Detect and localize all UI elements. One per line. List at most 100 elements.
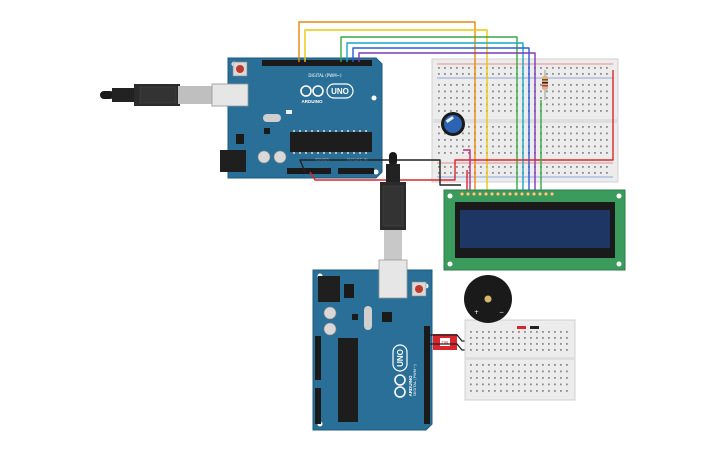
lcd-pin — [460, 191, 465, 196]
lcd-pins — [460, 191, 555, 196]
breadboard-hole — [518, 390, 520, 392]
breadboard-hole — [588, 172, 590, 174]
breadboard-hole — [546, 90, 548, 93]
breadboard-hole — [476, 364, 478, 366]
breadboard-hole — [524, 390, 526, 392]
breadboard-hole — [548, 364, 550, 366]
breadboard-hole — [482, 337, 484, 339]
potentiometer[interactable] — [441, 112, 465, 136]
breadboard-hole — [480, 103, 482, 106]
breadboard-hole — [450, 84, 452, 86]
breadboard-hole — [462, 110, 464, 112]
breadboard-hole — [554, 383, 556, 386]
breadboard-hole — [500, 370, 502, 373]
breadboard-hole — [480, 145, 482, 148]
lcd-pin — [484, 191, 489, 196]
breadboard-hole — [494, 370, 496, 373]
breadboard-hole — [594, 152, 596, 154]
breadboard-hole — [570, 97, 572, 99]
breadboard-hole — [470, 377, 472, 379]
breadboard-hole — [564, 132, 566, 135]
breadboard-top — [431, 58, 619, 183]
breadboard-hole — [476, 377, 478, 379]
breadboard-hole — [480, 152, 482, 154]
breadboard-hole — [468, 84, 470, 86]
breadboard-hole — [524, 370, 526, 373]
breadboard-hole — [500, 377, 502, 379]
breadboard-hole — [566, 349, 568, 351]
breadboard-hole — [498, 84, 500, 86]
breadboard-hole — [576, 110, 578, 112]
breadboard-hole — [506, 390, 508, 392]
lcd-pin — [466, 191, 471, 196]
breadboard-hole — [606, 110, 608, 112]
breadboard-hole — [518, 343, 520, 345]
breadboard-hole — [582, 84, 584, 86]
breadboard-hole — [546, 110, 548, 112]
breadboard-hole — [530, 377, 532, 379]
breadboard-hole — [492, 145, 494, 148]
breadboard-hole — [542, 331, 544, 333]
breadboard-hole — [548, 349, 550, 351]
breadboard-hole — [554, 343, 556, 345]
breadboard-hole — [512, 370, 514, 373]
breadboard-hole — [530, 349, 532, 351]
breadboard-hole — [492, 126, 494, 128]
breadboard-hole — [570, 73, 572, 75]
breadboard-hole — [494, 377, 496, 379]
breadboard-hole — [510, 166, 512, 168]
breadboard-hole — [600, 67, 602, 69]
breadboard-hole — [566, 343, 568, 345]
breadboard-hole — [536, 370, 538, 373]
breadboard-hole — [438, 73, 440, 75]
digital-header-bottom — [424, 326, 430, 424]
slide-switch[interactable]: ON — [433, 334, 457, 350]
breadboard-hole — [456, 172, 458, 174]
analog-header-bottom — [315, 388, 321, 424]
breadboard-hole — [588, 145, 590, 148]
breadboard-hole — [582, 103, 584, 106]
breadboard-hole — [542, 390, 544, 392]
breadboard-hole — [536, 364, 538, 366]
breadboard-hole — [482, 349, 484, 351]
breadboard-hole — [462, 73, 464, 75]
breadboard-hole — [504, 152, 506, 154]
breadboard-hole — [558, 139, 560, 141]
breadboard-hole — [564, 90, 566, 93]
lcd-pin — [520, 191, 525, 196]
breadboard-hole — [494, 337, 496, 339]
breadboard-hole — [444, 90, 446, 93]
breadboard-hole — [600, 152, 602, 154]
breadboard-hole — [438, 126, 440, 128]
breadboard-hole — [488, 343, 490, 345]
breadboard-hole — [530, 390, 532, 392]
uno-logo-text-bottom: UNO — [396, 349, 405, 367]
lcd-pin — [472, 191, 477, 196]
breadboard-hole — [594, 90, 596, 93]
lcd-pin — [502, 191, 507, 196]
breadboard-hole — [438, 132, 440, 135]
breadboard-hole — [564, 126, 566, 128]
breadboard-hole — [480, 126, 482, 128]
breadboard-hole — [558, 172, 560, 174]
breadboard-hole — [594, 103, 596, 106]
breadboard-hole — [606, 172, 608, 174]
breadboard-hole — [554, 390, 556, 392]
breadboard-hole — [492, 97, 494, 99]
breadboard-hole — [504, 145, 506, 148]
breadboard-hole — [554, 331, 556, 333]
breadboard-hole — [482, 343, 484, 345]
breadboard-hole — [450, 97, 452, 99]
breadboard-hole — [450, 103, 452, 106]
breadboard-hole — [456, 90, 458, 93]
atmega-chip-bottom — [338, 338, 358, 422]
breadboard-hole — [456, 67, 458, 69]
breadboard-hole — [536, 343, 538, 345]
breadboard-hole — [518, 383, 520, 386]
breadboard-hole — [542, 377, 544, 379]
breadboard-hole — [552, 110, 554, 112]
breadboard-hole — [500, 349, 502, 351]
power-header-bottom — [315, 336, 321, 380]
breadboard-hole — [566, 370, 568, 373]
